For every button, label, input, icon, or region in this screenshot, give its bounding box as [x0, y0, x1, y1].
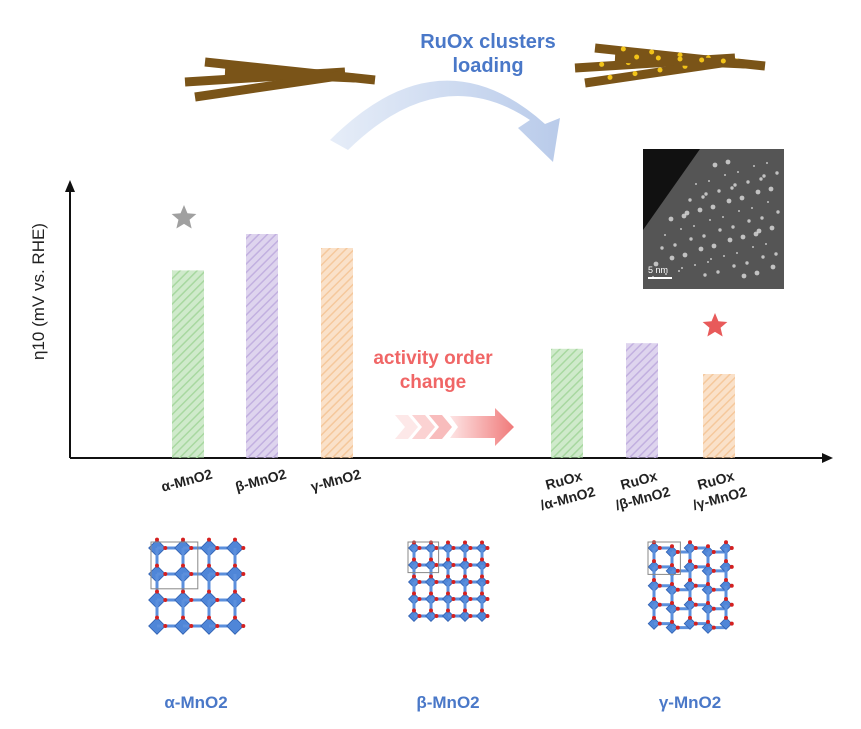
- tem-image: 5 nm: [643, 149, 784, 289]
- x-tick-label: α-MnO2: [159, 466, 214, 495]
- bar-1: [246, 234, 278, 458]
- bar-3: [551, 348, 583, 458]
- structure-label: α-MnO2: [164, 693, 227, 712]
- activity-change-arrow-icon: [395, 408, 514, 446]
- activity-label-line2: change: [400, 372, 467, 393]
- x-tick-label: γ-MnO2: [309, 466, 363, 495]
- bar-0: [172, 270, 204, 458]
- bar-4: [626, 343, 658, 458]
- ruox-loaded-nanorods-icon: [574, 43, 766, 88]
- activity-label-line1: activity order: [373, 348, 493, 369]
- loading-label-line2: loading: [452, 55, 523, 77]
- crystal-structure-0: α-MnO2: [148, 537, 246, 712]
- crystal-structure-1: β-MnO2: [407, 540, 490, 712]
- best-marker-star-icon: [171, 205, 197, 229]
- y-axis-label: η10 (mV vs. RHE): [29, 223, 48, 360]
- loading-arrow-icon: [330, 80, 560, 162]
- tem-scale-label: 5 nm: [648, 265, 668, 275]
- mno2-nanorods-icon: [184, 57, 376, 102]
- bar-5: [703, 374, 735, 458]
- structure-label: γ-MnO2: [659, 693, 721, 712]
- loading-label-line1: RuOx clusters: [420, 31, 556, 53]
- structure-label: β-MnO2: [416, 693, 479, 712]
- x-tick-label: β-MnO2: [233, 466, 288, 495]
- bar-2: [321, 248, 353, 458]
- best-marker-star-icon: [702, 313, 728, 337]
- crystal-structure-2: γ-MnO2: [647, 540, 734, 712]
